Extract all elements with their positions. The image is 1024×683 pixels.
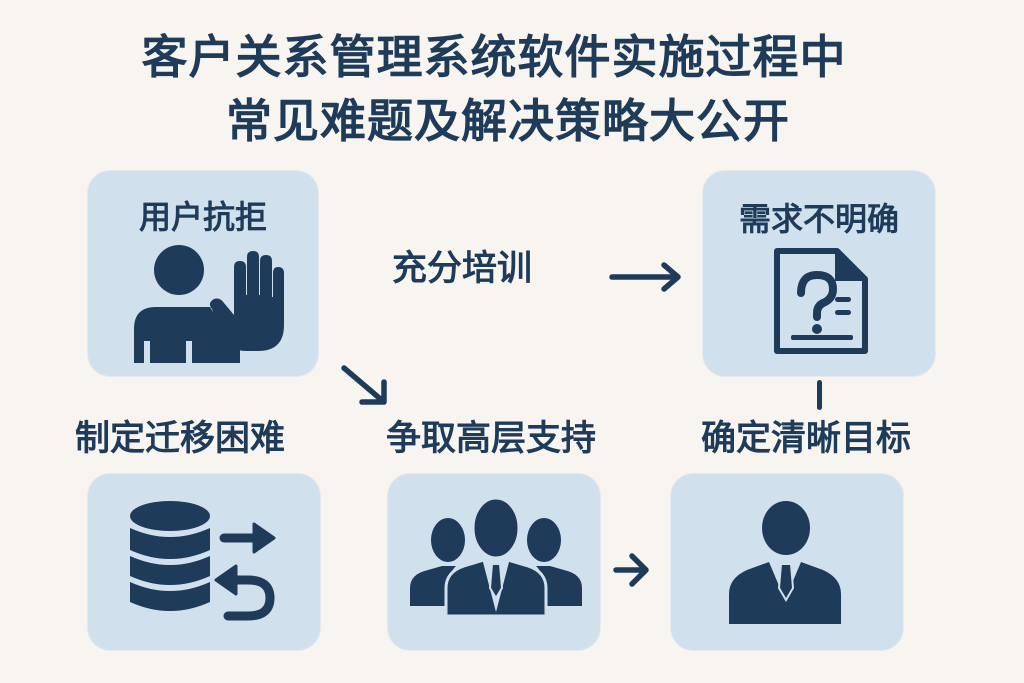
executive-group-icon bbox=[410, 496, 582, 618]
training-label: 充分培训 bbox=[392, 249, 533, 289]
person-stop-hand-icon bbox=[134, 245, 284, 363]
card-migration-difficulty bbox=[88, 474, 320, 650]
clear-goals-label: 确定清晰目标 bbox=[701, 419, 912, 459]
business-person-icon bbox=[729, 501, 841, 624]
card-unclear-requirements: 需求不明确 bbox=[703, 171, 935, 376]
executive-support-label: 争取高层支持 bbox=[386, 419, 597, 459]
document-question-icon bbox=[774, 248, 868, 354]
card-user-resistance-label: 用户抗拒 bbox=[138, 198, 267, 236]
title-line-1: 客户关系管理系统软件实施过程中 bbox=[141, 30, 847, 84]
card-unclear-requirements-label: 需求不明确 bbox=[738, 200, 899, 238]
card-user-resistance: 用户抗拒 bbox=[88, 171, 318, 376]
database-migration-icon bbox=[130, 501, 276, 621]
card-clear-goals bbox=[671, 474, 903, 650]
title-line-2: 常见难题及解决策略大公开 bbox=[226, 94, 790, 148]
arrow-right-icon bbox=[609, 262, 681, 292]
card-executive-support bbox=[388, 474, 600, 650]
arrow-down-right-icon bbox=[341, 365, 387, 405]
arrow-right-icon bbox=[613, 553, 649, 587]
connector-line bbox=[817, 380, 822, 410]
migration-difficulty-label: 制定迁移困难 bbox=[75, 419, 286, 459]
